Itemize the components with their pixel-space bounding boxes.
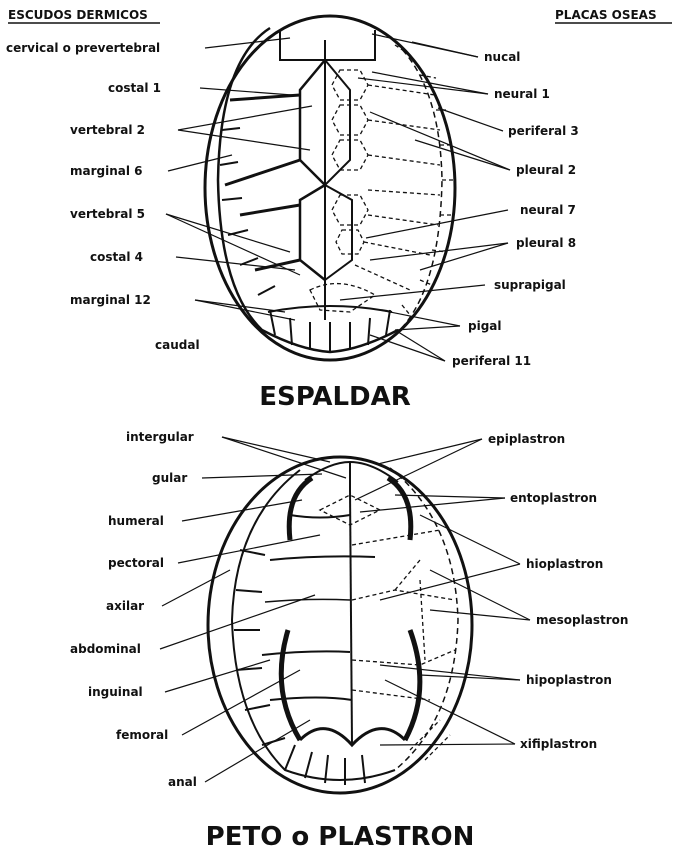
- label-costal4: costal 4: [90, 250, 143, 264]
- header-right: PLACAS OSEAS: [555, 8, 672, 23]
- label-femoral: femoral: [116, 728, 168, 742]
- header-right-text: PLACAS OSEAS: [555, 8, 657, 22]
- carapace-title: ESPALDAR: [259, 382, 411, 412]
- label-suprapigal: suprapigal: [494, 278, 566, 292]
- label-vertebral2: vertebral 2: [70, 123, 145, 137]
- carapace-drawing: [205, 16, 455, 360]
- label-entoplastron: entoplastron: [510, 491, 597, 505]
- label-pigal: pigal: [468, 319, 502, 333]
- label-inguinal: inguinal: [88, 685, 143, 699]
- label-costal1: costal 1: [108, 81, 161, 95]
- plastron-left-labels: intergular gular humeral pectoral axilar…: [70, 430, 197, 789]
- label-cervical: cervical o prevertebral: [6, 41, 160, 55]
- label-mesoplastron: mesoplastron: [536, 613, 628, 627]
- plastron-drawing: [208, 457, 472, 793]
- label-humeral: humeral: [108, 514, 164, 528]
- label-pectoral: pectoral: [108, 556, 164, 570]
- carapace-left-labels: cervical o prevertebral costal 1 vertebr…: [6, 41, 200, 352]
- label-periferal3: periferal 3: [508, 124, 579, 138]
- label-neural7: neural 7: [520, 203, 576, 217]
- label-gular: gular: [152, 471, 187, 485]
- label-vertebral5: vertebral 5: [70, 207, 145, 221]
- label-nucal: nucal: [484, 50, 520, 64]
- plastron-right-labels: epiplastron entoplastron hioplastron mes…: [488, 432, 628, 751]
- label-pleural2: pleural 2: [516, 163, 576, 177]
- plastron-leader-lines: [160, 437, 530, 782]
- label-xifiplastron: xifiplastron: [520, 737, 597, 751]
- label-hioplastron: hioplastron: [526, 557, 603, 571]
- label-pleural8: pleural 8: [516, 236, 576, 250]
- label-epiplastron: epiplastron: [488, 432, 565, 446]
- label-marginal12: marginal 12: [70, 293, 151, 307]
- label-periferal11: periferal 11: [452, 354, 531, 368]
- label-neural1: neural 1: [494, 87, 550, 101]
- label-axilar: axilar: [106, 599, 144, 613]
- label-caudal: caudal: [155, 338, 200, 352]
- plastron-title: PETO o PLASTRON: [206, 822, 475, 852]
- carapace-right-labels: nucal neural 1 periferal 3 pleural 2 neu…: [452, 50, 579, 368]
- label-marginal6: marginal 6: [70, 164, 143, 178]
- label-hipoplastron: hipoplastron: [526, 673, 612, 687]
- header-left-text: ESCUDOS DERMICOS: [8, 8, 148, 22]
- header-left: ESCUDOS DERMICOS: [8, 8, 160, 23]
- label-intergular: intergular: [126, 430, 194, 444]
- label-abdominal: abdominal: [70, 642, 141, 656]
- label-anal: anal: [168, 775, 197, 789]
